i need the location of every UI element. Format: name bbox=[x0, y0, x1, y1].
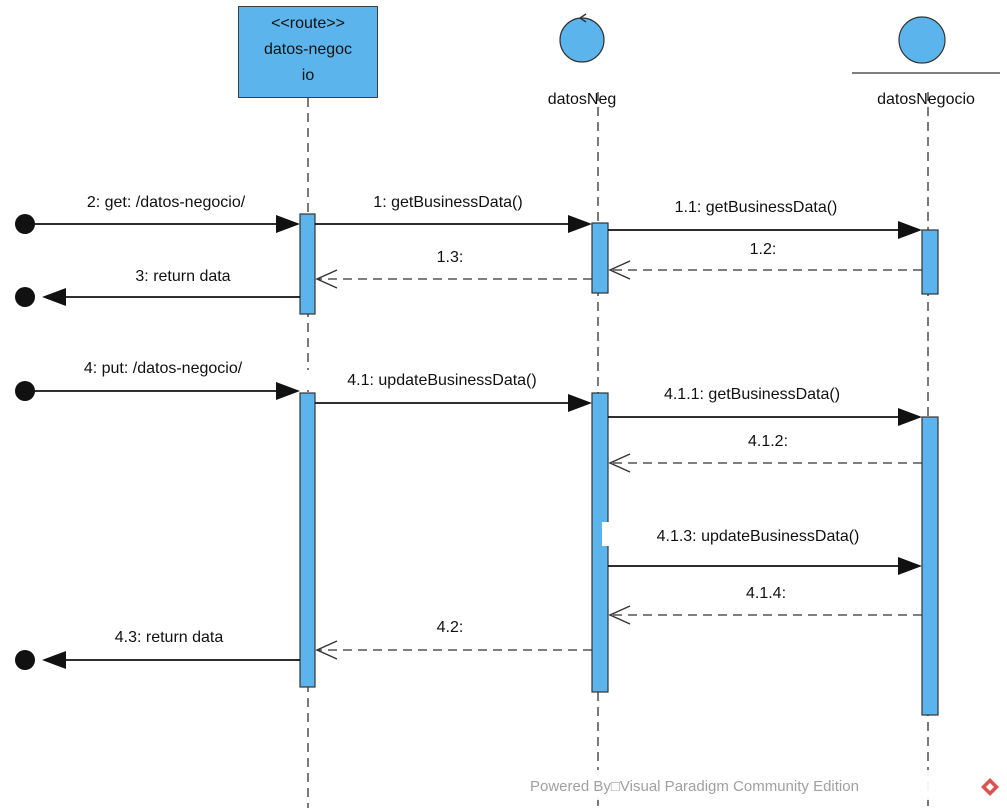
participant-datosNegocio-label: datosNegocio bbox=[877, 91, 975, 108]
visual-paradigm-logo-icon bbox=[981, 778, 999, 796]
lost-message-end bbox=[15, 287, 35, 307]
entity-icon bbox=[852, 16, 1000, 74]
message-3-label: 3: return data bbox=[135, 268, 230, 285]
activation-datosNeg-1 bbox=[591, 222, 609, 294]
watermark-text: Powered By□Visual Paradigm Community Edi… bbox=[530, 778, 859, 795]
participant-datosNeg-label: datosNeg bbox=[548, 91, 617, 108]
activation-route-1 bbox=[299, 213, 316, 315]
message-4-label: 4: put: /datos-negocio/ bbox=[84, 360, 243, 377]
message-1-label: 1: getBusinessData() bbox=[373, 194, 522, 211]
message-1-2-label: 1.2: bbox=[750, 241, 777, 258]
activation-route-2 bbox=[299, 392, 316, 688]
message-4-1-label: 4.1: updateBusinessData() bbox=[347, 372, 536, 389]
lost-message-end-2 bbox=[15, 650, 35, 670]
route-name-line1: datos-negoc bbox=[263, 41, 353, 58]
participant-route-box: <<route>> datos-negoc io bbox=[238, 6, 378, 98]
message-1-1-label: 1.1: getBusinessData() bbox=[675, 199, 838, 216]
route-name-line2: io bbox=[301, 67, 315, 84]
activation-datosNegocio-1 bbox=[921, 229, 939, 295]
message-4-1-2-label: 4.1.2: bbox=[748, 433, 788, 450]
message-4-1-1-label: 4.1.1: getBusinessData() bbox=[664, 386, 840, 403]
message-2-label: 2: get: /datos-negocio/ bbox=[87, 194, 246, 211]
message-4-2-label: 4.2: bbox=[437, 619, 464, 636]
message-4-3-label: 4.3: return data bbox=[115, 629, 224, 646]
control-icon bbox=[559, 13, 605, 63]
activation-datosNegocio-2 bbox=[921, 416, 939, 716]
message-4-1-3-label: 4.1.3: updateBusinessData() bbox=[657, 528, 860, 545]
message-4-1-4-label: 4.1.4: bbox=[746, 585, 786, 602]
route-stereotype: <<route>> bbox=[271, 15, 345, 32]
message-1-3-label: 1.3: bbox=[437, 249, 464, 266]
